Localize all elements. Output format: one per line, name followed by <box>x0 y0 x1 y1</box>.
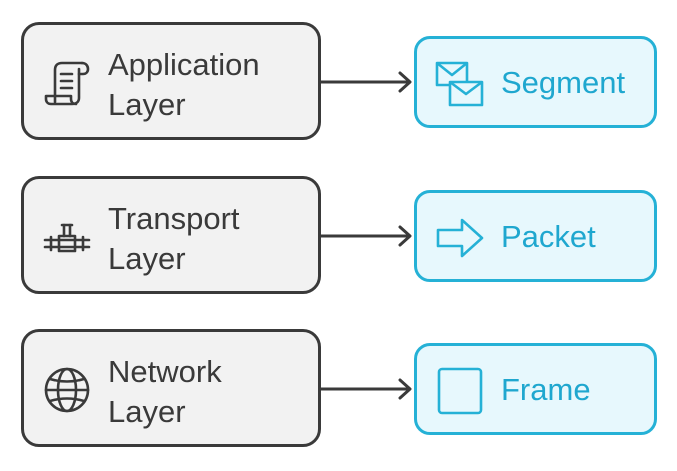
arrow-right-icon <box>436 218 484 258</box>
frame-box: Frame <box>414 343 657 435</box>
transport-layer-box: Transport Layer <box>21 176 321 294</box>
network-layer-box: Network Layer <box>21 329 321 447</box>
unit-label: Frame <box>501 372 591 407</box>
globe-icon <box>44 367 90 413</box>
scroll-icon <box>44 61 90 106</box>
unit-label: Segment <box>501 65 626 100</box>
arrow-network-to-frame <box>319 378 412 400</box>
arrow-transport-to-packet <box>319 225 412 247</box>
square-icon <box>437 367 483 415</box>
pipe-junction-icon <box>43 223 91 253</box>
layer-label: Application Layer <box>108 47 260 122</box>
envelopes-icon <box>435 61 484 107</box>
packet-box: Packet <box>414 190 657 282</box>
segment-box: Segment <box>414 36 657 128</box>
unit-label: Packet <box>501 219 596 254</box>
layer-label: Network Layer <box>108 354 222 429</box>
layer-label: Transport Layer <box>108 201 240 276</box>
arrow-application-to-segment <box>319 71 412 93</box>
application-layer-box: Application Layer <box>21 22 321 140</box>
